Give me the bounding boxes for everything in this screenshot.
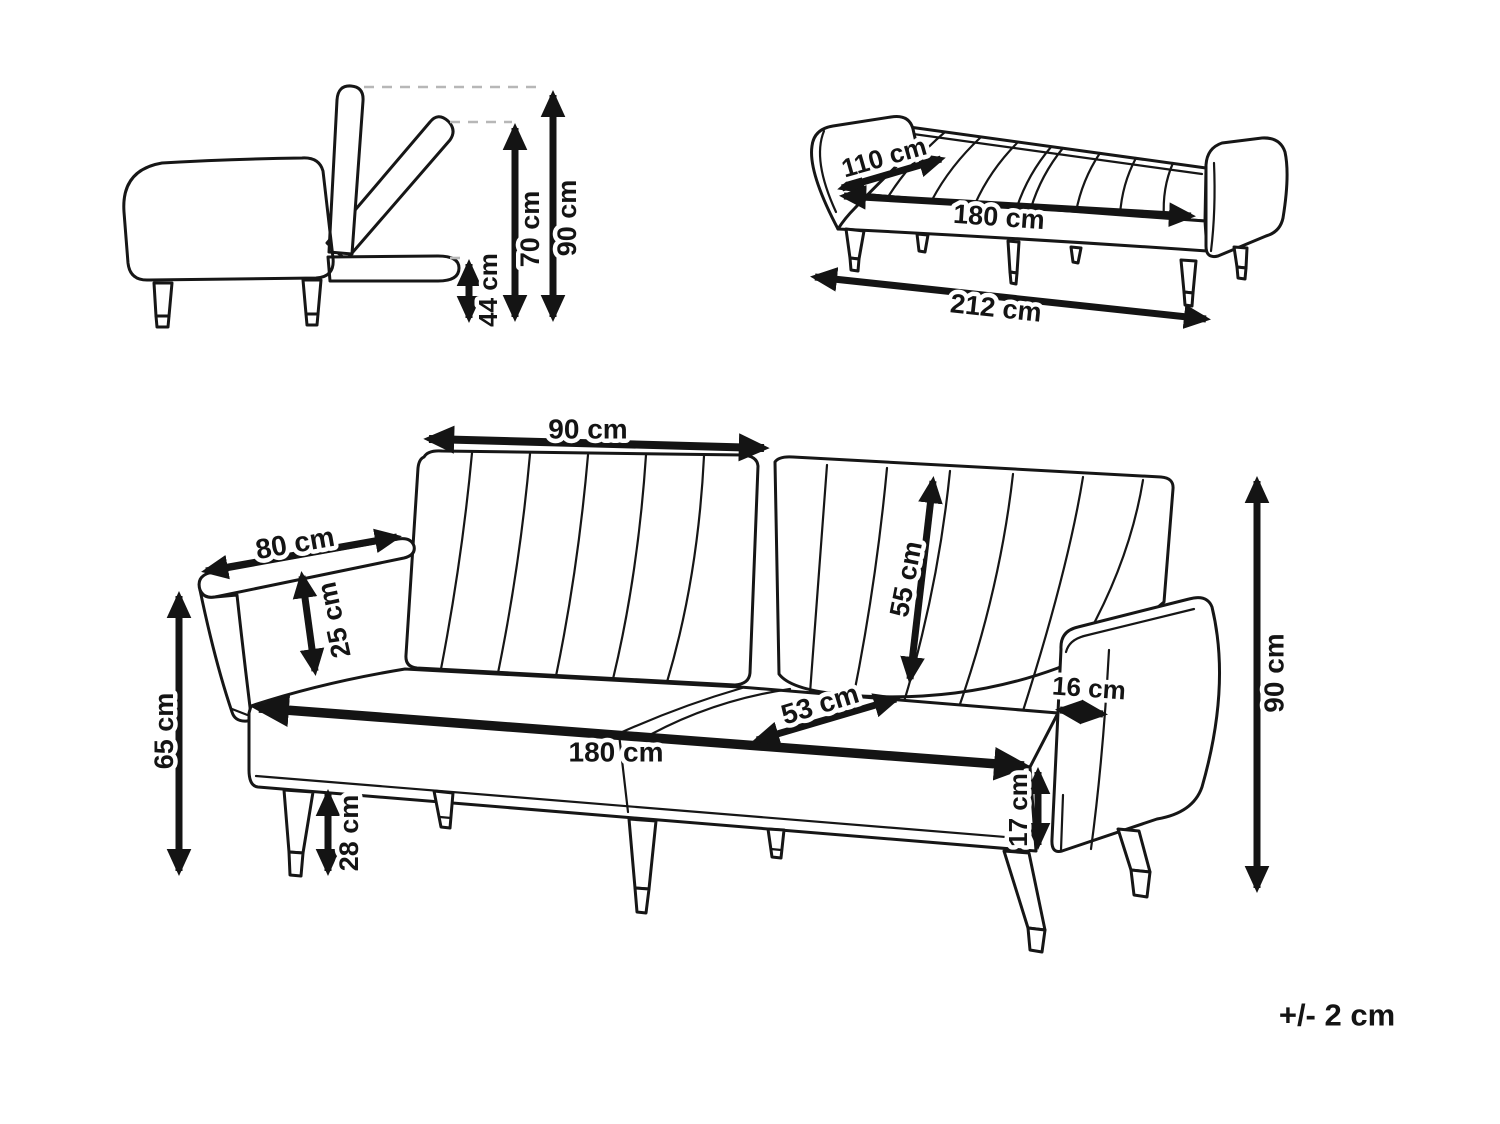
leg bbox=[301, 278, 323, 316]
armrest-right-folded bbox=[1204, 136, 1289, 258]
armrest-left-inner-edge bbox=[818, 129, 838, 214]
dim-label-overall-height: 90 cm bbox=[1259, 633, 1290, 712]
armrest-left-seam bbox=[230, 707, 252, 718]
dim-arrow-180cm-bed bbox=[839, 184, 1196, 228]
armrest-right-inner-edge bbox=[1209, 161, 1216, 253]
leg bbox=[432, 789, 455, 830]
dim-arrow-90cm-backrest bbox=[423, 425, 770, 462]
seat-folded-flat bbox=[326, 254, 461, 283]
leg-foot-line bbox=[438, 815, 453, 820]
leg-foot bbox=[1182, 290, 1195, 308]
dim-arrow-212cm bbox=[810, 267, 1211, 329]
backrest-channel-lines-left bbox=[439, 451, 706, 684]
front-view: 90 cm 80 cm 25 cm 65 cm 180 cm 28 cm 53 … bbox=[145, 409, 1294, 954]
armrest-right-lower-seam bbox=[1059, 793, 1065, 852]
leg-foot-line bbox=[769, 847, 783, 852]
dim-label-backrest-above-armrest: 25 cm bbox=[311, 579, 356, 660]
armrest-right bbox=[1050, 596, 1221, 853]
dim-label-seat-front-width: 180 cm bbox=[569, 737, 664, 768]
bed-view: 110 cm 180 cm 212 cm bbox=[810, 115, 1289, 332]
leg bbox=[766, 827, 786, 860]
leg bbox=[844, 227, 866, 261]
backrest-upright bbox=[327, 84, 365, 256]
side-view: 44 cm 70 cm 90 cm bbox=[122, 84, 587, 331]
dim-label-backrest-max-height: 90 cm bbox=[552, 180, 582, 257]
leg-foot bbox=[304, 312, 320, 327]
dim-label-seat-side-height: 17 cm bbox=[1003, 773, 1033, 847]
leg bbox=[1006, 239, 1021, 275]
leg-foot bbox=[154, 314, 171, 329]
sofa-body-side bbox=[122, 156, 335, 282]
leg bbox=[1116, 827, 1152, 874]
dim-arrow-55cm bbox=[900, 476, 943, 684]
dim-arrow-53cm bbox=[752, 693, 901, 746]
dim-label-armrest-height: 65 cm bbox=[149, 693, 179, 770]
dim-arrow-25cm bbox=[292, 571, 325, 676]
leg-foot bbox=[1026, 926, 1047, 954]
leg bbox=[1232, 245, 1249, 270]
leg-foot bbox=[848, 256, 861, 273]
leg bbox=[915, 232, 930, 254]
backrest-channel-lines-right bbox=[808, 463, 1145, 716]
leg bbox=[1002, 849, 1047, 932]
armrest-right-front-seam bbox=[1089, 648, 1111, 851]
mattress-back-rim bbox=[904, 131, 1204, 176]
dim-arrow-180cm-seat bbox=[252, 693, 1031, 781]
backrest-reclined-45 bbox=[325, 115, 455, 262]
dim-label-backrest-panel-width: 90 cm bbox=[548, 414, 627, 445]
dim-label-mattress-length: 180 cm bbox=[952, 199, 1045, 235]
dim-label-backrest-mid-height: 70 cm bbox=[515, 191, 545, 268]
leg-foot bbox=[287, 850, 305, 878]
leg bbox=[1069, 245, 1083, 265]
leg bbox=[1179, 258, 1198, 295]
dim-arrow-80cm bbox=[201, 528, 402, 580]
dim-label-overall-length: 212 cm bbox=[949, 288, 1043, 327]
armrest-left-front bbox=[198, 588, 253, 723]
seat-front-seam bbox=[254, 774, 1032, 841]
dim-arrow-16cm bbox=[1055, 699, 1108, 725]
tolerance-note: +/- 2 cm bbox=[1279, 998, 1395, 1033]
leg-foot bbox=[1235, 265, 1248, 281]
dim-arrow-110cm bbox=[837, 153, 946, 194]
armrest-right-top-inner bbox=[1064, 607, 1196, 654]
leg bbox=[152, 281, 174, 318]
dim-label-leg-height: 28 cm bbox=[334, 795, 364, 872]
dim-label-seat-height: 44 cm bbox=[473, 253, 503, 327]
leg-foot bbox=[633, 886, 651, 915]
leg-foot bbox=[1008, 270, 1019, 286]
leg-foot bbox=[1129, 868, 1152, 899]
dim-label-armrest-top-width: 16 cm bbox=[1051, 670, 1127, 705]
leg bbox=[627, 817, 658, 891]
leg bbox=[282, 788, 315, 855]
